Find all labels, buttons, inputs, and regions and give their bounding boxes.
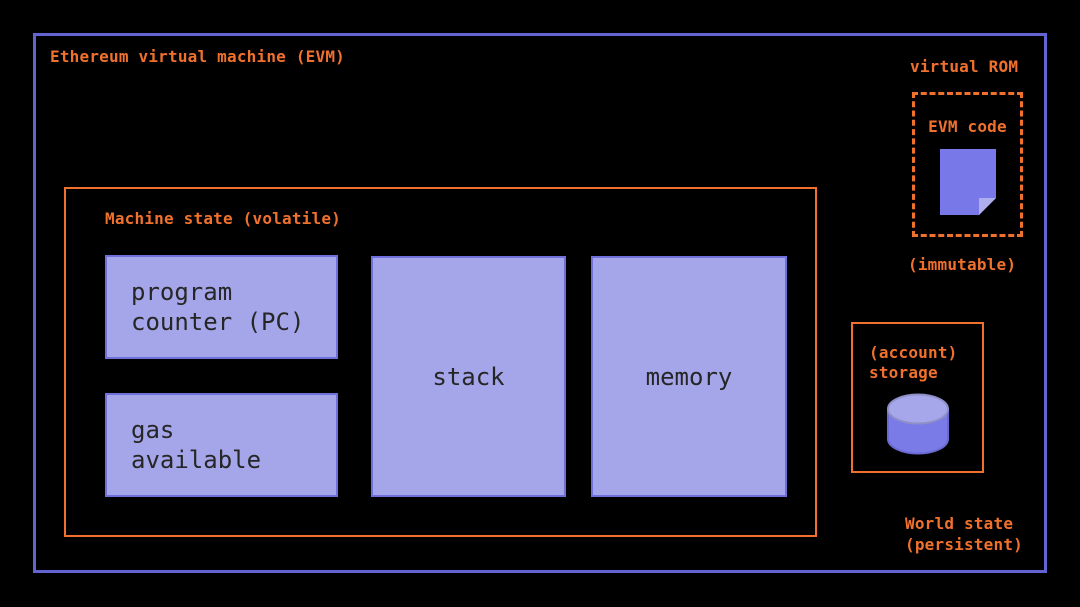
- virtual-rom-title: virtual ROM: [910, 57, 1019, 76]
- machine-state-box: [64, 187, 817, 537]
- memory-box: memory: [591, 256, 787, 497]
- immutable-label: (immutable): [908, 255, 1017, 274]
- account-storage-box: (account) storage: [851, 322, 984, 473]
- storage-database-icon: [887, 393, 949, 455]
- evm-code-page-icon: [939, 149, 996, 215]
- stack-box: stack: [371, 256, 566, 497]
- evm-outer-box: [33, 33, 1047, 573]
- gas-available-box: gas available: [105, 393, 338, 497]
- evm-code-label: EVM code: [928, 117, 1007, 136]
- program-counter-box: program counter (PC): [105, 255, 338, 359]
- evm-title: Ethereum virtual machine (EVM): [50, 47, 345, 66]
- world-state-label: World state (persistent): [905, 514, 1023, 554]
- machine-state-label: Machine state (volatile): [105, 209, 341, 228]
- account-storage-label: (account) storage: [869, 343, 958, 382]
- virtual-rom-box: EVM code: [912, 92, 1023, 237]
